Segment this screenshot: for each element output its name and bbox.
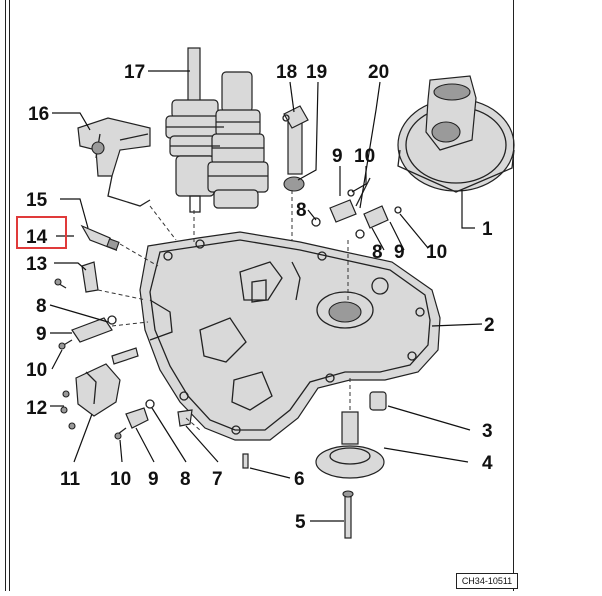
callout-15: 15	[26, 190, 48, 211]
callout-7: 7	[212, 469, 223, 490]
callout-8-right: 8	[372, 242, 383, 263]
gear-shaft-assembly	[165, 47, 269, 213]
callout-9-top: 9	[332, 146, 343, 167]
bottom-small-parts	[114, 399, 249, 469]
callout-13: 13	[26, 254, 47, 275]
page-border-right	[513, 0, 514, 591]
callout-11: 11	[60, 469, 81, 490]
callout-5: 5	[295, 512, 306, 533]
callout-4: 4	[482, 453, 493, 474]
page-border-left	[5, 0, 6, 591]
shift-bracket	[77, 117, 151, 207]
output-flange	[315, 391, 387, 539]
left-middle-parts	[58, 315, 139, 365]
transmission-housing	[139, 231, 441, 441]
callout-14: 14	[26, 227, 48, 248]
callout-8-bottom: 8	[180, 469, 191, 490]
callout-17: 17	[124, 62, 145, 83]
callout-6: 6	[294, 469, 305, 490]
callout-10-right: 10	[426, 242, 447, 263]
callout-12: 12	[26, 398, 47, 419]
figure-reference-code: CH34-10511	[456, 573, 518, 589]
callout-9-bottom: 9	[148, 469, 159, 490]
leader-lines	[49, 70, 483, 522]
callout-16: 16	[28, 104, 49, 125]
page-border-left-inner	[9, 0, 10, 591]
callout-19: 19	[306, 62, 327, 83]
callout-14-highlight	[16, 216, 67, 249]
callout-20: 20	[368, 62, 389, 83]
callout-10-left: 10	[26, 360, 47, 381]
callout-9-left: 9	[36, 324, 47, 345]
callout-9-right: 9	[394, 242, 405, 263]
callout-10-bottom: 10	[110, 469, 131, 490]
callout-8-left: 8	[36, 296, 47, 317]
callout-2: 2	[484, 315, 495, 336]
callout-10-top: 10	[354, 146, 375, 167]
callout-18: 18	[276, 62, 297, 83]
actuator-assembly	[60, 363, 121, 430]
differential-gear	[397, 75, 515, 193]
callout-3: 3	[482, 421, 493, 442]
upper-right-fasteners	[311, 177, 402, 239]
callout-1: 1	[482, 219, 493, 240]
shift-rod	[282, 105, 309, 192]
callout-8-top: 8	[296, 200, 307, 221]
callout-labels: 17 16 18 19 20 9 10 8 8 9 10 1 2 3 4 5 6…	[26, 62, 495, 533]
hidden-lines	[97, 190, 351, 431]
